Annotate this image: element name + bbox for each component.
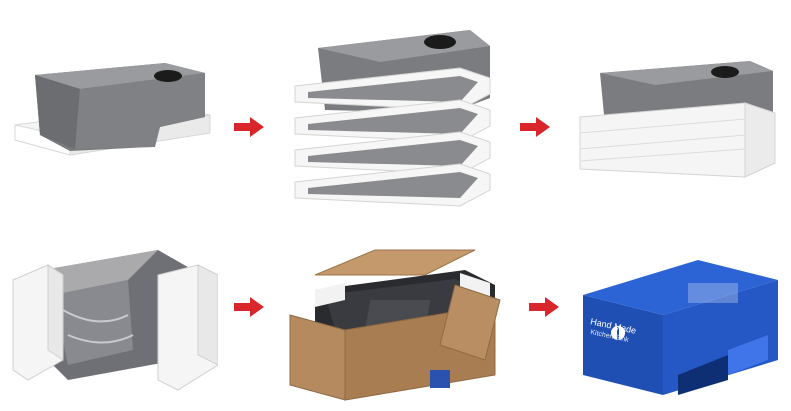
arrow-right-icon	[520, 117, 550, 137]
arrow-right-icon	[234, 117, 264, 137]
arrow-right-icon	[234, 297, 264, 317]
foam-frame	[294, 131, 491, 175]
step-sink-in-open-cardboard-box	[285, 245, 505, 405]
foam-frame	[294, 99, 491, 143]
step-printed-retail-box: Hand Made Kitchen Sink	[578, 255, 783, 400]
step-sink-with-foam-frames	[575, 55, 780, 185]
step-sink-on-foam-base	[10, 55, 215, 175]
foam-frame	[294, 67, 491, 111]
step-stacked-foam-frames	[290, 18, 500, 223]
arrow-right-icon	[529, 297, 559, 317]
foam-frame	[294, 163, 491, 207]
step-foam-frame-with-plastic-bag	[8, 240, 218, 400]
